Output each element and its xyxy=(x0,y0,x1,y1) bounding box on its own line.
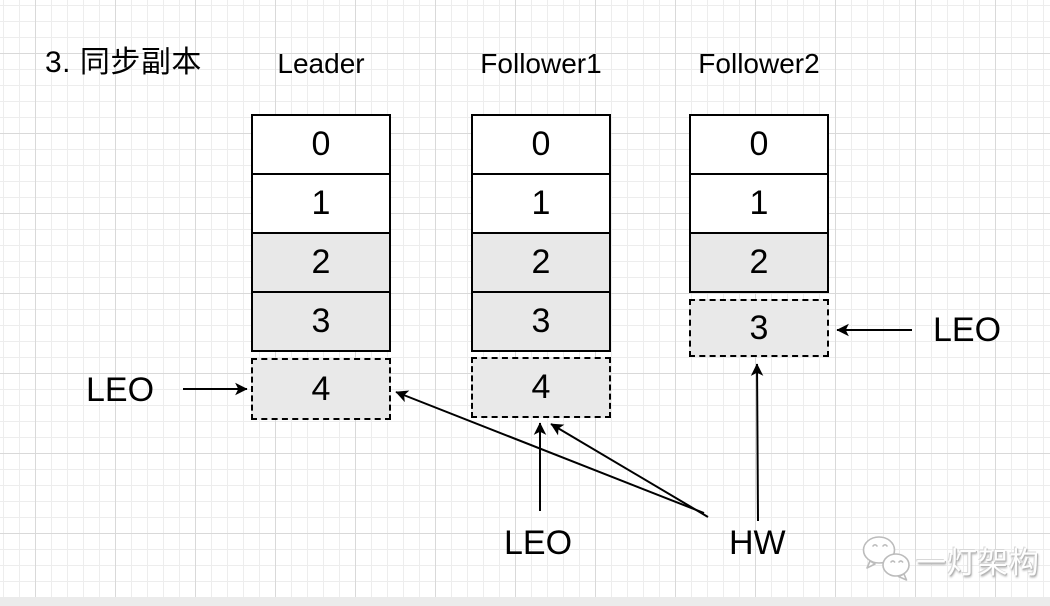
log-cell: 3 xyxy=(471,291,611,352)
log-cell: 3 xyxy=(251,291,391,352)
watermark-text: 一灯架构 xyxy=(916,547,1040,580)
leo-label-leader: LEO xyxy=(86,371,155,409)
watermark: 一灯架构 xyxy=(860,532,1040,588)
bottom-strip xyxy=(0,597,1050,606)
diagram-title: 3. 同步副本 xyxy=(45,46,202,79)
leo-label-follower1: LEO xyxy=(504,524,573,562)
log-cell: 2 xyxy=(251,232,391,293)
wechat-icon xyxy=(862,536,910,581)
log-stack-follower2: 0 1 2 xyxy=(689,114,829,293)
log-cell: 1 xyxy=(689,173,829,234)
log-stack-leader: 0 1 2 3 xyxy=(251,114,391,352)
log-cell: 0 xyxy=(251,114,391,175)
log-stack-follower1: 0 1 2 3 xyxy=(471,114,611,352)
leo-label-follower2: LEO xyxy=(933,311,1002,349)
hw-arrow-follower1 xyxy=(550,423,709,518)
column-header-leader: Leader xyxy=(277,48,365,79)
log-cell: 2 xyxy=(689,232,829,293)
log-cell: 0 xyxy=(689,114,829,175)
column-header-follower1: Follower1 xyxy=(480,48,602,79)
log-cell: 2 xyxy=(471,232,611,293)
pending-log-cell-follower1: 4 xyxy=(471,357,611,418)
log-cell: 1 xyxy=(471,173,611,234)
column-header-follower2: Follower2 xyxy=(698,48,820,79)
log-cell: 0 xyxy=(471,114,611,175)
log-cell: 1 xyxy=(251,173,391,234)
pending-log-cell-follower2: 3 xyxy=(689,299,829,357)
hw-arrow-follower2 xyxy=(750,363,764,522)
hw-label: HW xyxy=(729,524,786,562)
pending-log-cell-leader: 4 xyxy=(251,358,391,420)
